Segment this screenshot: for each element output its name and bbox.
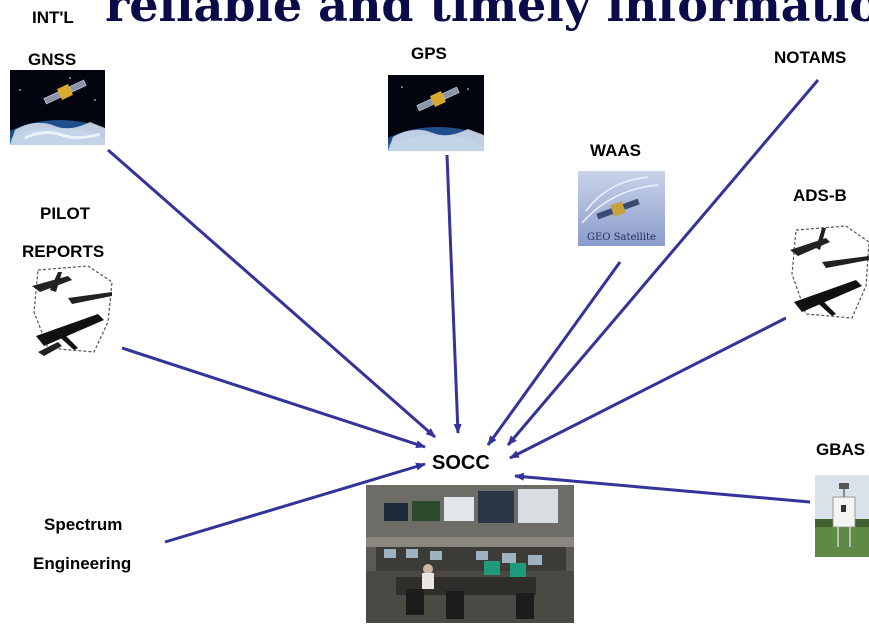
- label-adsb: ADS-B: [793, 186, 847, 205]
- label-gps: GPS: [411, 44, 447, 63]
- slide-title: reliable and timely information as to: [0, 0, 869, 38]
- arrow-gnss: [107, 148, 436, 439]
- arrow-adsb: [509, 316, 787, 460]
- slide-title-text: reliable and timely information as to: [105, 0, 869, 32]
- arrow-gbas: [514, 472, 811, 504]
- label-waas: WAAS: [590, 141, 641, 160]
- geo-satellite-image: GEO Satellite: [578, 171, 665, 246]
- label-gnss: GNSS: [28, 50, 77, 69]
- gbas-station-photo: [815, 475, 869, 557]
- geo-caption: GEO Satellite: [587, 232, 656, 243]
- arrow-spectrum: [164, 462, 426, 544]
- label-engineering: Engineering: [33, 554, 132, 573]
- arrow-notams: [506, 79, 820, 446]
- socc-control-room-photo: [366, 485, 574, 623]
- label-spectrum: Spectrum: [44, 515, 123, 534]
- label-notams: NOTAMS: [774, 48, 847, 67]
- label-reports: REPORTS: [22, 242, 105, 261]
- gps-satellite-image: [388, 75, 484, 151]
- label-intl: INT'L: [32, 8, 74, 27]
- label-gbas: GBAS: [816, 440, 866, 459]
- gnss-satellite-image: [10, 70, 105, 145]
- adsb-aircraft-image: [786, 222, 869, 322]
- arrow-waas: [486, 261, 622, 446]
- arrow-gps: [445, 154, 462, 434]
- pilot-reports-aircraft-image: [28, 262, 116, 357]
- label-pilot: PILOT: [40, 204, 91, 223]
- arrow-pilot: [121, 346, 426, 449]
- label-socc: SOCC: [432, 452, 490, 474]
